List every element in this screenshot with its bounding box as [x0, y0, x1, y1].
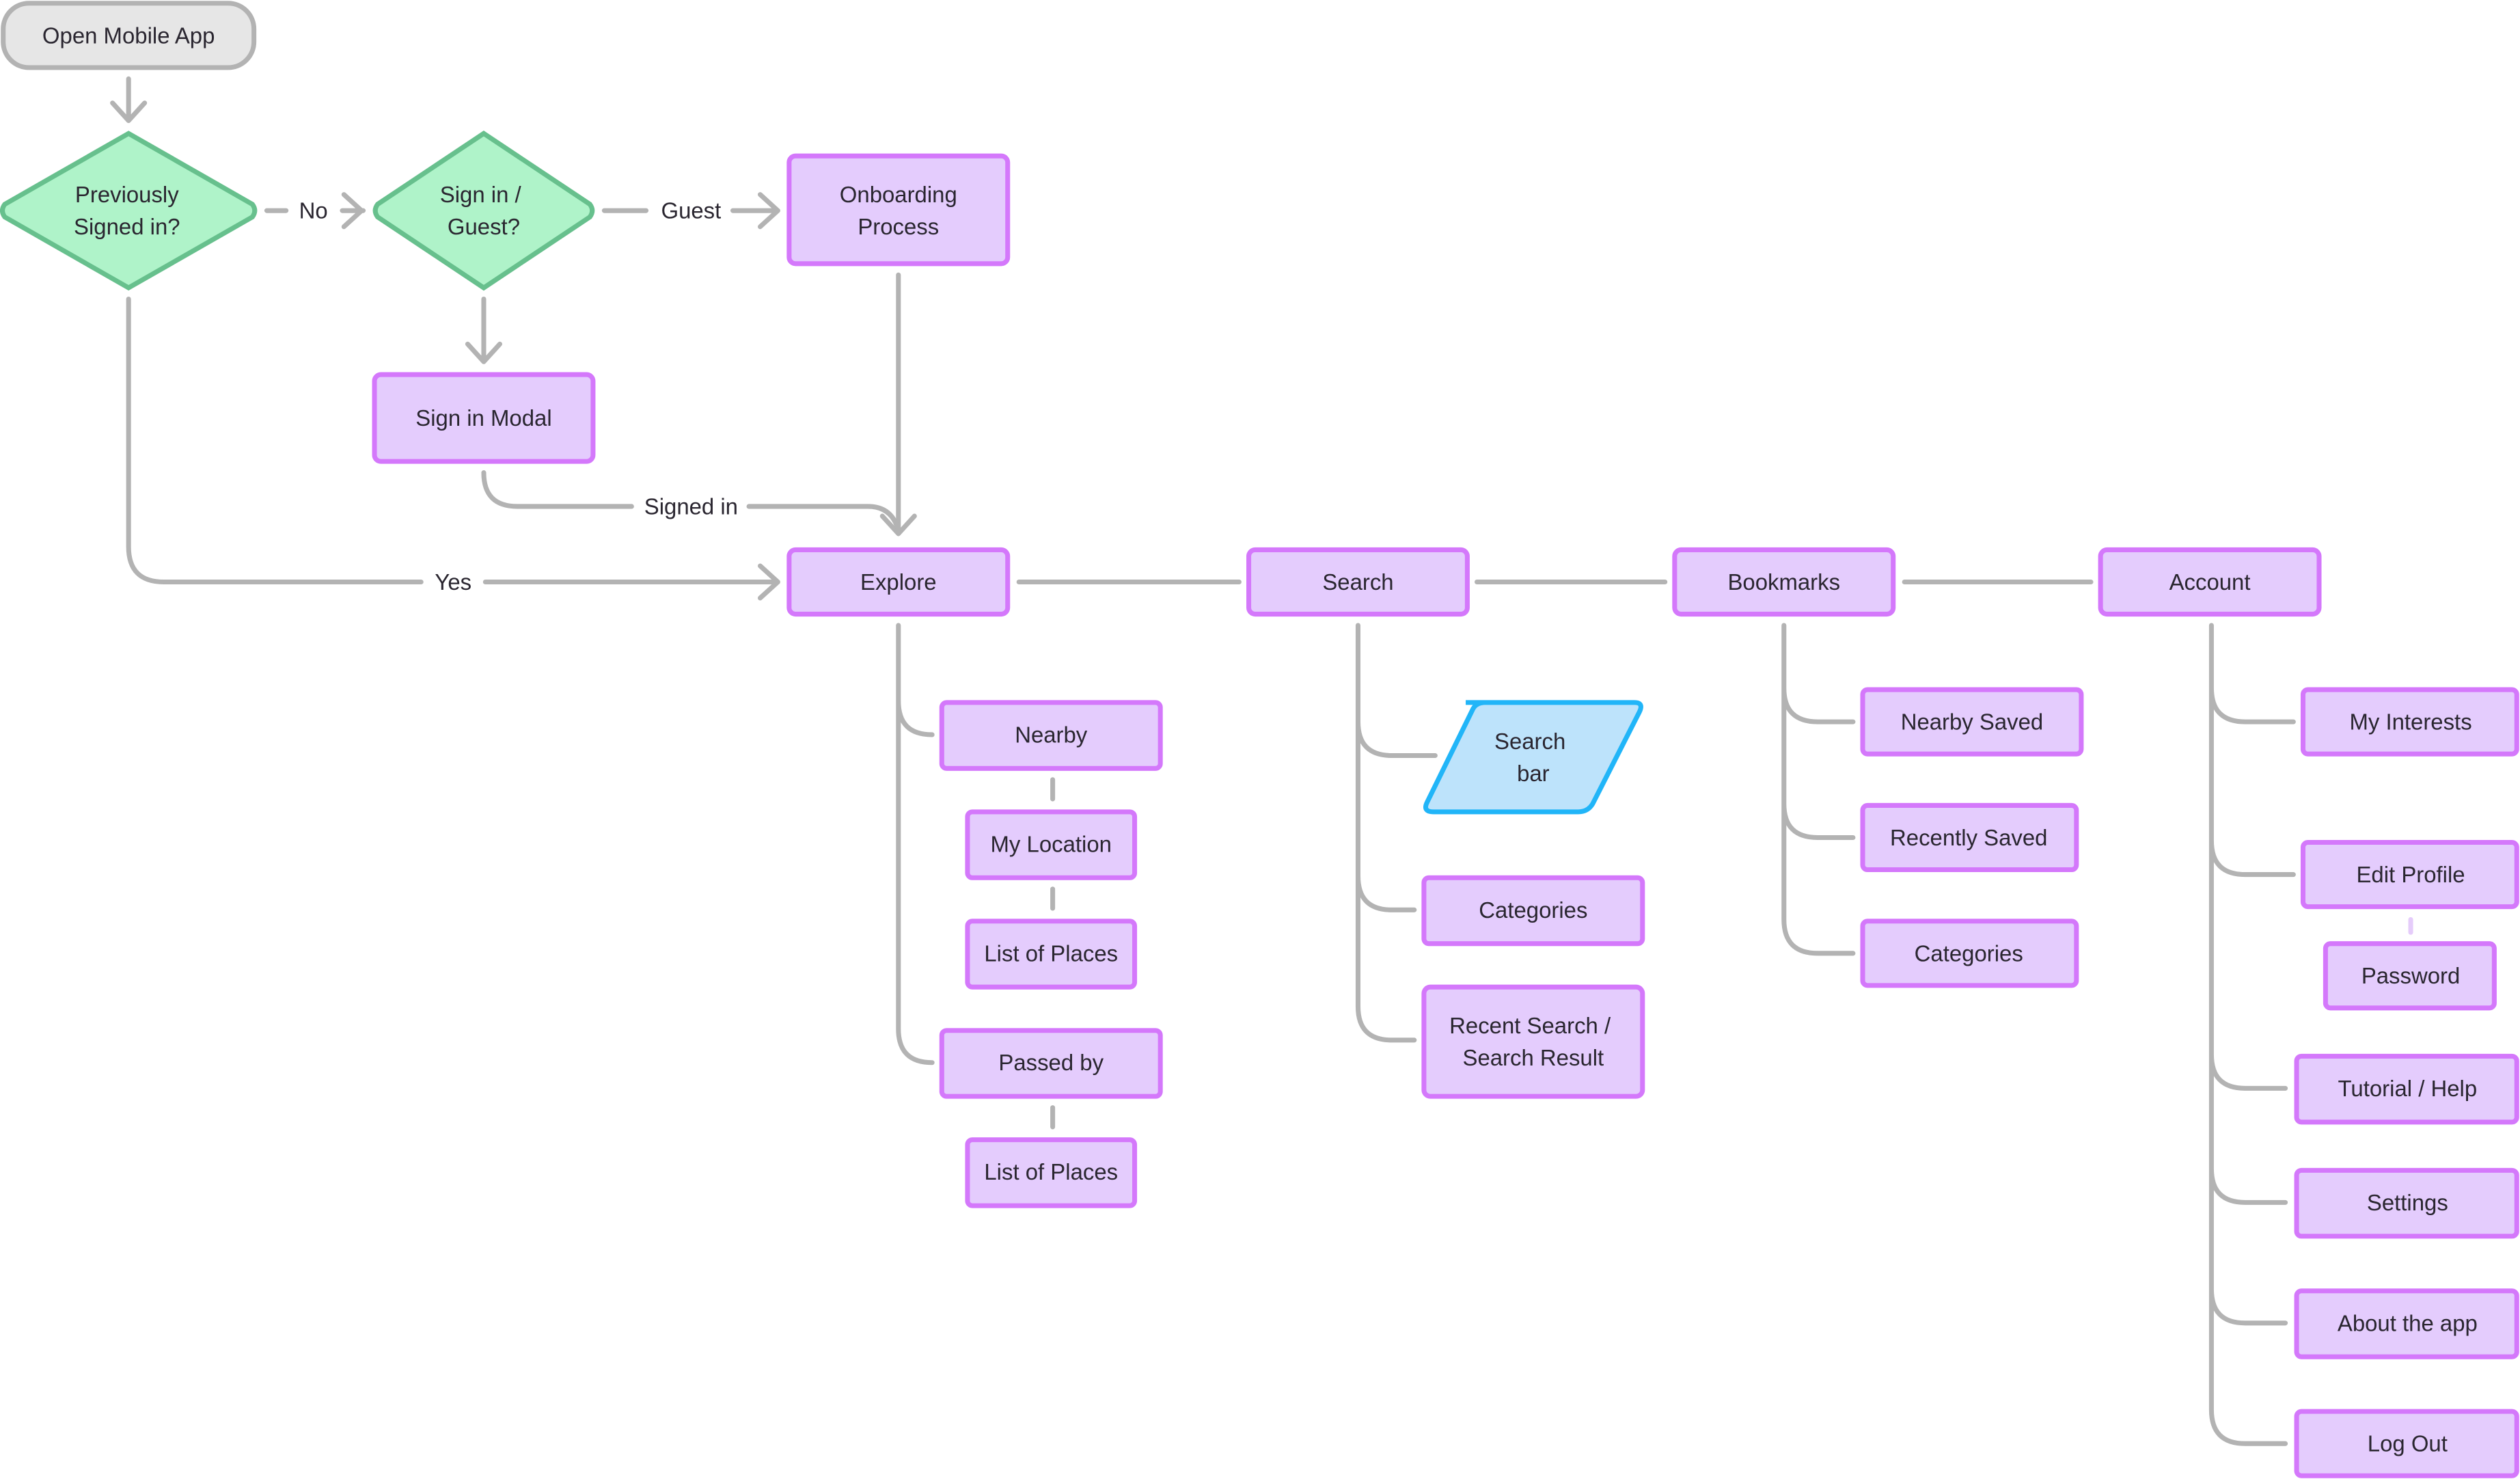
svg-text:Bookmarks: Bookmarks — [1727, 569, 1840, 595]
node-account[interactable]: Account — [2098, 547, 2322, 617]
svg-text:Sign in /: Sign in / — [440, 182, 522, 207]
edge-onboarding-to-explore — [879, 272, 917, 537]
edge-label-yes: Yes — [435, 569, 471, 595]
edge-search-tree — [1355, 623, 1438, 1043]
node-open-mobile-app[interactable]: Open Mobile App — [1, 1, 257, 70]
node-explore[interactable]: Explore — [786, 547, 1011, 617]
node-bookmark-categories[interactable]: Categories — [1860, 919, 2079, 988]
svg-text:About the app: About the app — [2338, 1310, 2478, 1335]
node-sign-in-modal[interactable]: Sign in Modal — [372, 372, 596, 464]
svg-text:Previously: Previously — [75, 182, 179, 207]
svg-text:Search: Search — [1494, 729, 1565, 754]
edge-signed-in — [481, 470, 901, 533]
svg-text:Settings: Settings — [2367, 1190, 2448, 1215]
svg-text:Recently Saved: Recently Saved — [1890, 825, 2047, 850]
node-onboarding-process[interactable]: Onboarding Process — [786, 153, 1011, 267]
edge-account-tree — [2208, 623, 2296, 1446]
svg-text:Account: Account — [2169, 569, 2251, 595]
io-search-bar[interactable]: Search bar — [1423, 700, 1643, 815]
svg-text:List of Places: List of Places — [984, 940, 1118, 966]
node-recently-saved[interactable]: Recently Saved — [1860, 802, 2079, 873]
svg-text:Log Out: Log Out — [2368, 1431, 2448, 1456]
node-settings[interactable]: Settings — [2294, 1167, 2519, 1239]
node-bookmarks[interactable]: Bookmarks — [1672, 547, 1896, 617]
edge-no — [264, 192, 366, 230]
svg-text:Categories: Categories — [1479, 897, 1587, 923]
svg-text:Edit Profile: Edit Profile — [2356, 862, 2465, 887]
node-log-out[interactable]: Log Out — [2294, 1409, 2519, 1478]
svg-text:Passed by: Passed by — [998, 1050, 1104, 1075]
svg-text:Open Mobile App: Open Mobile App — [42, 23, 215, 48]
svg-text:Guest?: Guest? — [448, 214, 520, 239]
svg-text:Nearby: Nearby — [1015, 722, 1088, 747]
edge-label-guest: Guest — [661, 198, 721, 223]
svg-text:Search: Search — [1322, 569, 1393, 595]
svg-text:Search Result: Search Result — [1463, 1045, 1604, 1070]
edge-explore-tree — [896, 623, 935, 1066]
node-nearby[interactable]: Nearby — [939, 700, 1163, 771]
svg-text:Tutorial / Help: Tutorial / Help — [2338, 1076, 2478, 1101]
edge-start-to-previously — [110, 76, 148, 123]
node-tutorial-help[interactable]: Tutorial / Help — [2294, 1053, 2519, 1125]
svg-text:Signed in?: Signed in? — [74, 214, 180, 239]
node-edit-profile[interactable]: Edit Profile — [2300, 840, 2519, 910]
edge-label-signed-in: Signed in — [644, 493, 738, 519]
connectors — [110, 76, 2413, 1446]
node-list-of-places-passed-by[interactable]: List of Places — [965, 1137, 1138, 1208]
svg-text:My Location: My Location — [991, 831, 1112, 856]
edge-bookmarks-tree — [1781, 623, 1856, 956]
node-my-interests[interactable]: My Interests — [2300, 687, 2519, 757]
decision-previously-signed-in[interactable]: Previously Signed in? — [0, 131, 258, 291]
node-search-categories[interactable]: Categories — [1421, 875, 1645, 947]
edge-yes — [126, 297, 780, 601]
svg-text:Categories: Categories — [1915, 940, 2023, 966]
svg-text:Explore: Explore — [860, 569, 937, 595]
decision-signin-or-guest[interactable]: Sign in / Guest? — [372, 131, 595, 291]
svg-text:Sign in Modal: Sign in Modal — [415, 405, 551, 431]
svg-text:Nearby Saved: Nearby Saved — [1901, 709, 2044, 735]
svg-text:List of Places: List of Places — [984, 1159, 1118, 1184]
svg-text:Recent Search /: Recent Search / — [1449, 1013, 1611, 1038]
svg-text:My Interests: My Interests — [2349, 709, 2471, 735]
edge-to-signin-modal — [465, 297, 503, 364]
svg-text:Password: Password — [2361, 963, 2460, 988]
node-search[interactable]: Search — [1246, 547, 1470, 617]
svg-text:Onboarding: Onboarding — [840, 182, 957, 207]
node-list-of-places-nearby[interactable]: List of Places — [965, 919, 1138, 990]
node-nearby-saved[interactable]: Nearby Saved — [1860, 687, 2084, 757]
edge-label-no: No — [299, 198, 328, 223]
node-password[interactable]: Password — [2323, 941, 2497, 1011]
svg-text:bar: bar — [1517, 761, 1550, 786]
node-about-the-app[interactable]: About the app — [2294, 1288, 2519, 1359]
node-passed-by[interactable]: Passed by — [939, 1028, 1163, 1099]
node-recent-search[interactable]: Recent Search / Search Result — [1421, 984, 1645, 1099]
node-my-location[interactable]: My Location — [965, 809, 1138, 880]
edge-guest — [601, 192, 780, 230]
svg-text:Process: Process — [858, 214, 939, 239]
